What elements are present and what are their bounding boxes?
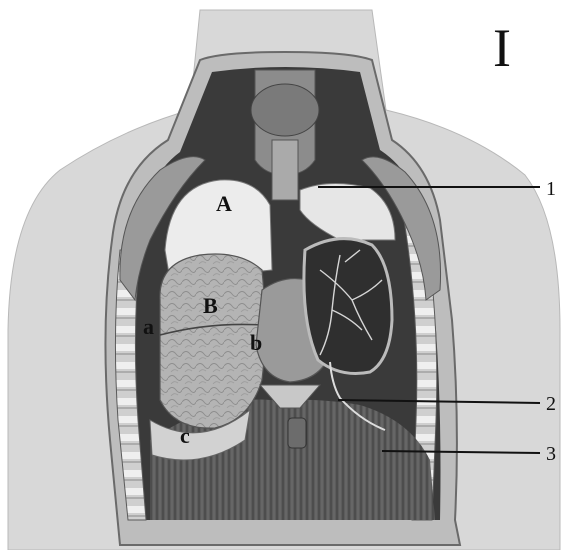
label-a: a: [143, 314, 154, 339]
esophagus: [288, 418, 306, 448]
callout-number-3: 3: [546, 443, 556, 465]
callout-number-1: 1: [546, 178, 556, 200]
trachea-rings: [272, 140, 298, 200]
label-B: B: [203, 293, 218, 318]
label-c: c: [180, 423, 190, 448]
thyroid-gland: [251, 84, 319, 136]
panel-label: I: [493, 18, 511, 78]
label-A: A: [216, 191, 232, 216]
label-b: b: [250, 330, 262, 355]
callout-number-2: 2: [546, 393, 556, 415]
